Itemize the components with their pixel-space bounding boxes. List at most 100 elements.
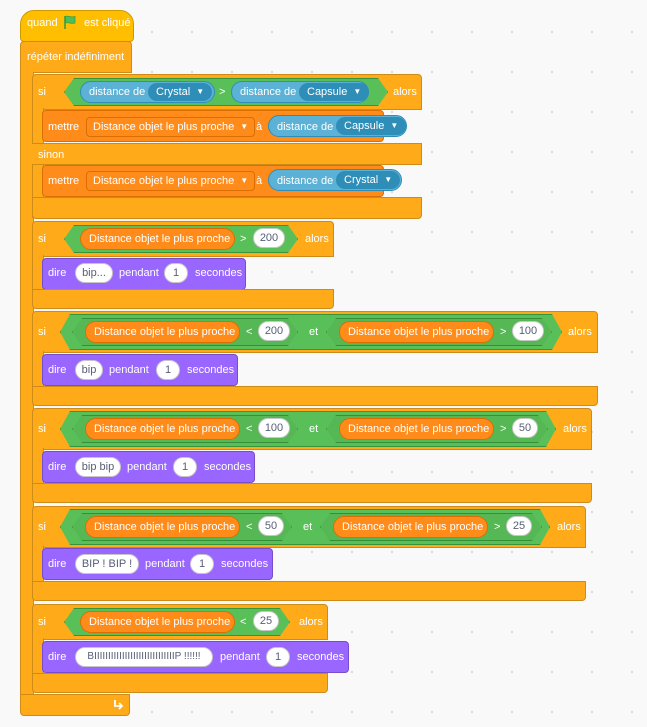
- seconds-input[interactable]: 1: [156, 360, 180, 380]
- then-label: alors: [305, 233, 329, 245]
- dropdown-caret-icon: ▼: [240, 176, 249, 186]
- if-else-block-1-bottom: [32, 197, 422, 219]
- target-value: Crystal: [156, 86, 191, 98]
- when-flag-clicked-block[interactable]: [20, 10, 134, 42]
- operator-symbol: <: [246, 423, 253, 435]
- hat-clicked-label: est cliqué: [84, 17, 131, 29]
- variable-reporter-label: Distance objet le plus proche: [94, 423, 236, 435]
- dropdown-caret-icon: ▼: [353, 87, 362, 97]
- number-input[interactable]: 25: [506, 516, 532, 536]
- if-label: si: [38, 233, 46, 245]
- variable-reporter[interactable]: [85, 321, 240, 343]
- number-input[interactable]: 100: [512, 321, 544, 341]
- variable-reporter-label: Distance objet le plus proche: [348, 326, 490, 338]
- loop-arrow-icon: [112, 698, 124, 713]
- variable-reporter-label: Distance objet le plus proche: [94, 326, 236, 338]
- variable-reporter[interactable]: [339, 418, 494, 440]
- distance-to-label: distance de: [240, 86, 297, 98]
- seconds-input[interactable]: 1: [173, 457, 197, 477]
- then-label: alors: [557, 521, 581, 533]
- say-label: dire: [48, 558, 67, 570]
- variable-reporter-label: Distance objet le plus proche: [89, 233, 231, 245]
- variable-reporter-label: Distance objet le plus proche: [342, 521, 484, 533]
- green-flag-icon: [62, 14, 78, 33]
- seconds-input[interactable]: 1: [190, 554, 214, 574]
- dropdown-caret-icon: ▼: [390, 121, 399, 131]
- number-input[interactable]: 50: [258, 516, 284, 536]
- seconds-unit-label: secondes: [297, 651, 345, 663]
- variable-reporter[interactable]: [80, 228, 235, 250]
- then-label: alors: [393, 86, 417, 98]
- message-input[interactable]: BIP ! BIP !: [75, 554, 139, 574]
- seconds-unit-label: secondes: [195, 267, 243, 279]
- variable-reporter[interactable]: [85, 418, 240, 440]
- if-block-3-bottom: [32, 386, 598, 406]
- seconds-unit-label: secondes: [221, 558, 269, 570]
- else-label: sinon: [38, 149, 65, 161]
- for-label: pendant: [109, 364, 149, 376]
- if-block-6-bottom: [32, 673, 328, 693]
- variable-reporter-label: Distance objet le plus proche: [94, 521, 236, 533]
- if-label: si: [38, 326, 46, 338]
- variable-reporter-label: Distance objet le plus proche: [89, 616, 231, 628]
- if-label: si: [38, 616, 46, 628]
- message-input[interactable]: bip: [75, 360, 103, 380]
- number-input[interactable]: 200: [253, 228, 285, 248]
- if-block-5-bottom: [32, 581, 586, 601]
- for-label: pendant: [145, 558, 185, 570]
- say-label: dire: [48, 364, 67, 376]
- seconds-input[interactable]: 1: [266, 647, 290, 667]
- variable-dropdown[interactable]: Distance objet le plus proche ▼: [86, 171, 256, 191]
- operator-symbol: <: [246, 521, 253, 533]
- number-input[interactable]: 50: [512, 418, 538, 438]
- operator-symbol: <: [246, 326, 253, 338]
- target-value: Capsule: [344, 120, 385, 132]
- then-label: alors: [299, 616, 323, 628]
- number-input[interactable]: 100: [258, 418, 290, 438]
- seconds-unit-label: secondes: [187, 364, 235, 376]
- if-label: si: [38, 521, 46, 533]
- and-label: et: [309, 423, 319, 435]
- operator-symbol: <: [240, 616, 247, 628]
- target-dropdown[interactable]: Crystal ▼: [148, 83, 213, 101]
- distance-to-label: distance de: [277, 121, 334, 133]
- hat-when-label: quand: [27, 17, 58, 29]
- number-input[interactable]: 200: [258, 321, 290, 341]
- dropdown-caret-icon: ▼: [196, 87, 205, 97]
- to-label: à: [256, 121, 263, 133]
- target-value: Crystal: [344, 174, 379, 186]
- message-input[interactable]: bip bip: [75, 457, 121, 477]
- variable-reporter[interactable]: [339, 321, 494, 343]
- target-dropdown[interactable]: Capsule ▼: [299, 83, 370, 101]
- dropdown-caret-icon: ▼: [240, 122, 249, 132]
- operator-symbol: >: [500, 423, 507, 435]
- dropdown-caret-icon: ▼: [384, 175, 393, 185]
- number-input[interactable]: 25: [253, 611, 279, 631]
- target-dropdown[interactable]: Crystal ▼: [336, 171, 401, 189]
- seconds-input[interactable]: 1: [164, 263, 188, 283]
- target-value: Capsule: [307, 86, 348, 98]
- operator-symbol: >: [500, 326, 507, 338]
- then-label: alors: [568, 326, 592, 338]
- for-label: pendant: [127, 461, 167, 473]
- forever-label: répéter indéfiniment: [27, 51, 125, 63]
- say-for-secs-block[interactable]: [42, 354, 238, 386]
- message-input[interactable]: BIIIIIIIIIIIIIIIIIIIIIIIIIIIIIP !!!!!!: [75, 647, 213, 667]
- for-label: pendant: [119, 267, 159, 279]
- target-dropdown[interactable]: Capsule ▼: [336, 117, 407, 135]
- message-input[interactable]: bip...: [75, 263, 113, 283]
- operator-symbol: >: [240, 233, 247, 245]
- to-label: à: [256, 175, 263, 187]
- and-label: et: [303, 521, 313, 533]
- variable-reporter[interactable]: [333, 516, 488, 538]
- set-label: mettre: [48, 175, 80, 187]
- variable-reporter[interactable]: [85, 516, 240, 538]
- then-label: alors: [563, 423, 587, 435]
- variable-reporter[interactable]: [80, 611, 235, 633]
- if-block-4-bottom: [32, 483, 592, 503]
- distance-to-label: distance de: [89, 86, 146, 98]
- variable-name: Distance objet le plus proche: [93, 175, 235, 187]
- variable-name: Distance objet le plus proche: [93, 121, 235, 133]
- forever-block-top[interactable]: [20, 41, 132, 73]
- variable-dropdown[interactable]: Distance objet le plus proche ▼: [86, 117, 256, 137]
